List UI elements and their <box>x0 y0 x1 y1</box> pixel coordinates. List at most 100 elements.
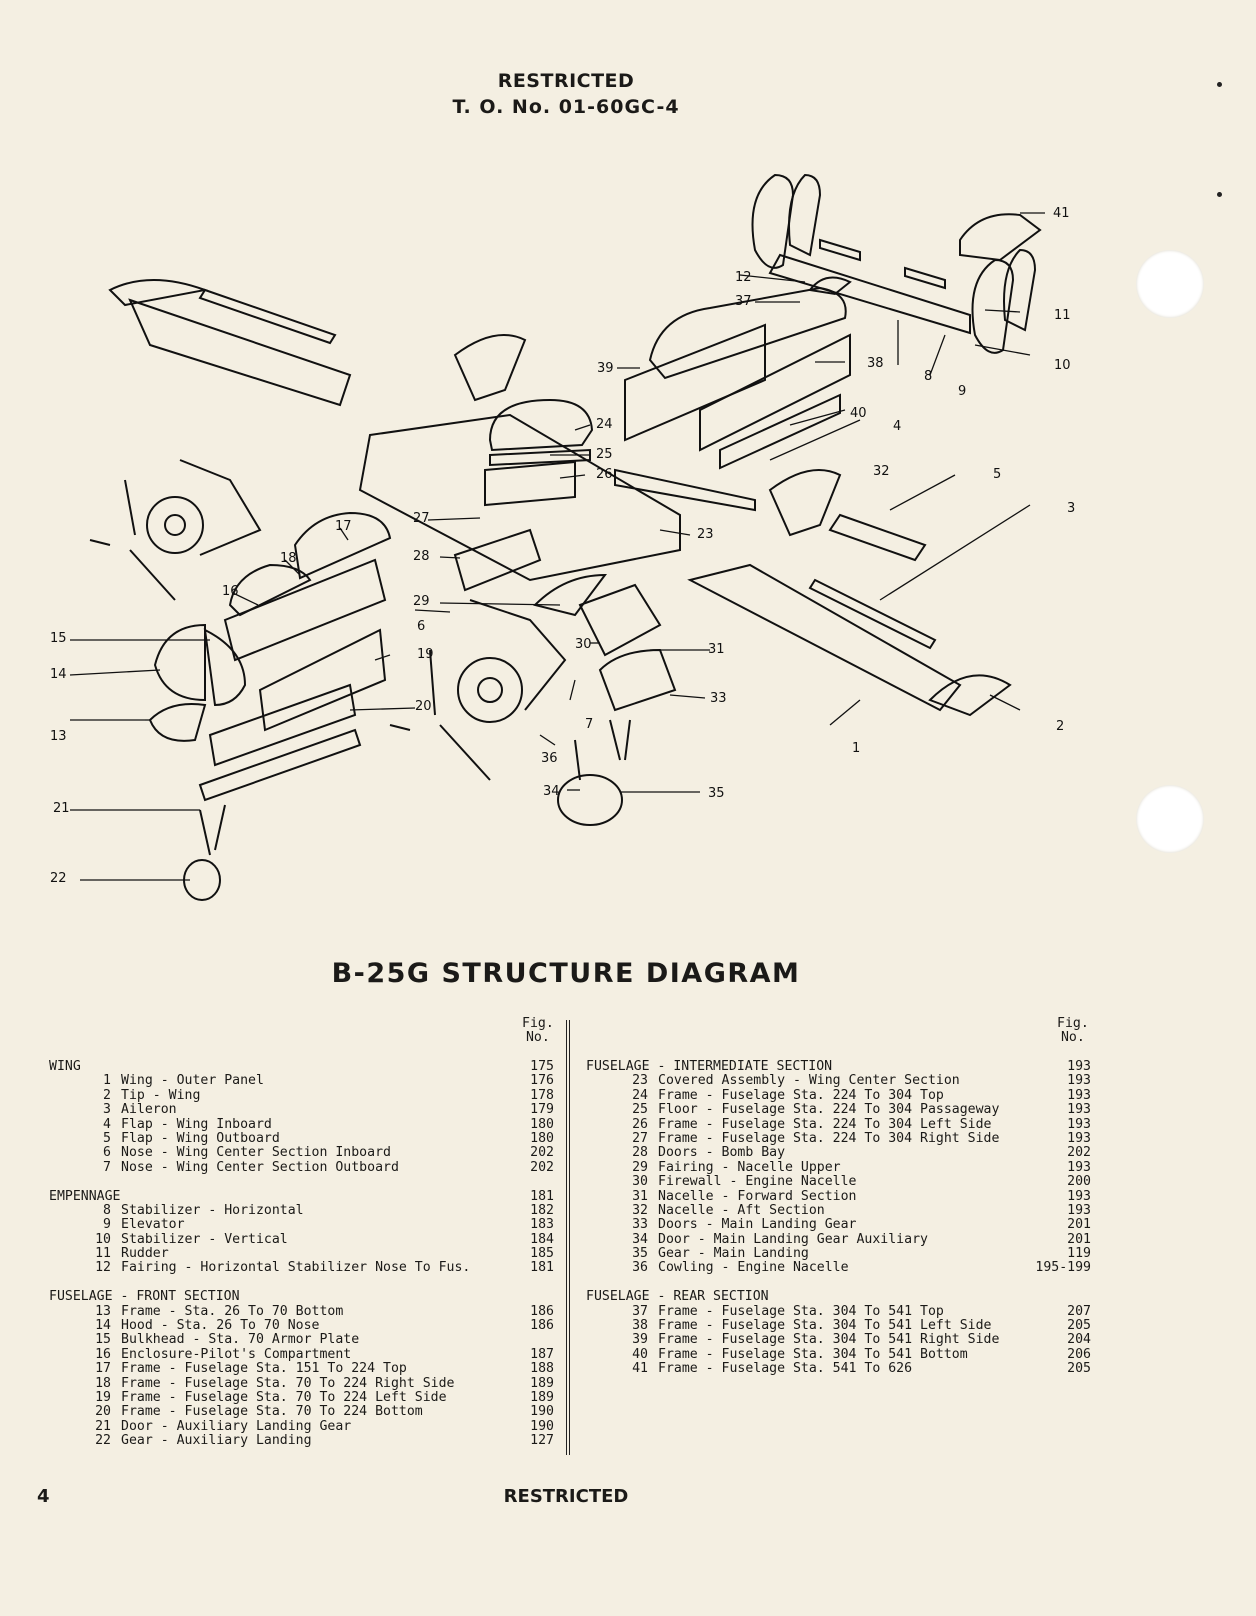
item-fig-number: 193 <box>1067 1130 1091 1146</box>
item-description: Frame - Fuselage Sta. 224 To 304 Left Si… <box>658 1116 992 1132</box>
item-fig-number: 184 <box>530 1231 554 1247</box>
inboard-flap <box>614 468 756 512</box>
item-description: Hood - Sta. 26 To 70 Nose <box>121 1318 320 1334</box>
item-fig-number: 180 <box>530 1130 554 1146</box>
intermediate-frame-left-side <box>484 460 576 507</box>
front-fuselage-bottom <box>208 683 357 767</box>
nacelle-upper-fairing <box>533 573 608 617</box>
item-description: Floor - Fuselage Sta. 224 To 304 Passage… <box>658 1102 1000 1118</box>
item-number: 3 <box>103 1102 111 1118</box>
item-description: Gear - Auxiliary Landing <box>121 1433 312 1449</box>
item-number: 37 <box>632 1303 648 1319</box>
right-propeller <box>389 649 491 781</box>
right-outer-wing <box>687 563 962 712</box>
callout-label: 40 <box>850 406 867 421</box>
callout-label: 15 <box>50 631 67 646</box>
item-fig-number: 181 <box>530 1260 554 1276</box>
item-description: Doors - Main Landing Gear <box>658 1217 857 1233</box>
item-description: Fairing - Horizontal Stabilizer Nose To … <box>121 1260 471 1276</box>
item-number: 32 <box>632 1202 648 1218</box>
item-description: Frame - Fuselage Sta. 541 To 626 <box>658 1361 913 1377</box>
item-number: 13 <box>95 1303 111 1319</box>
item-fig-number: 189 <box>530 1389 554 1405</box>
item-number: 41 <box>632 1361 648 1377</box>
right-nacelle-aft <box>768 469 842 537</box>
item-fig-number: 201 <box>1067 1231 1091 1247</box>
item-number: 7 <box>103 1159 111 1175</box>
item-description: Frame - Fuselage Sta. 304 To 541 Left Si… <box>658 1318 992 1334</box>
tail-cone <box>959 213 1042 262</box>
item-description: Enclosure-Pilot's Compartment <box>121 1346 352 1362</box>
nose-bottom-frame <box>148 703 207 742</box>
callout-label: 23 <box>697 527 714 542</box>
callout-label: 6 <box>417 619 425 634</box>
item-fig-number: 188 <box>530 1361 554 1377</box>
callout-label: 33 <box>710 691 727 706</box>
column-separator <box>566 1020 570 1455</box>
callout-label: 5 <box>993 467 1001 482</box>
section-heading: FUSELAGE - REAR SECTION <box>586 1290 1091 1304</box>
item-fig-number: 186 <box>530 1303 554 1319</box>
item-fig-number: 204 <box>1067 1332 1091 1348</box>
punch-mark <box>1217 82 1222 87</box>
callout-label: 12 <box>735 270 752 285</box>
callout-label: 35 <box>708 786 725 801</box>
item-number: 5 <box>103 1130 111 1146</box>
item-description: Aileron <box>121 1102 177 1118</box>
item-number: 38 <box>632 1318 648 1334</box>
item-description: Fairing - Nacelle Upper <box>658 1159 841 1175</box>
intermediate-frame-top <box>488 398 594 452</box>
rear-fuselage-bottom <box>719 393 841 470</box>
item-fig-number: 186 <box>530 1318 554 1334</box>
footer-classification: RESTRICTED <box>503 1486 629 1507</box>
callout-label: 26 <box>596 467 613 482</box>
left-propeller <box>89 479 176 601</box>
section-fig-number: 181 <box>530 1188 554 1204</box>
callout-label: 24 <box>596 417 613 432</box>
nose-hood <box>153 623 206 702</box>
item-fig-number: 193 <box>1067 1116 1091 1132</box>
item-description: Flap - Wing Inboard <box>121 1116 272 1132</box>
item-fig-number: 185 <box>530 1246 554 1262</box>
item-number: 31 <box>632 1188 648 1204</box>
callout-label: 37 <box>735 294 752 309</box>
item-fig-number: 179 <box>530 1102 554 1118</box>
item-fig-number: 193 <box>1067 1102 1091 1118</box>
item-fig-number: 119 <box>1067 1246 1091 1262</box>
item-number: 17 <box>95 1361 111 1377</box>
vertical-stabilizer-left <box>751 173 822 269</box>
item-description: Rudder <box>121 1246 169 1262</box>
parts-list-row: 3 Aileron 179 <box>49 1102 554 1118</box>
callout-label: 16 <box>222 584 239 599</box>
item-number: 11 <box>95 1246 111 1262</box>
item-number: 22 <box>95 1433 111 1449</box>
callout-label: 19 <box>417 647 434 662</box>
stabilizer-nose-fairing <box>808 276 852 296</box>
passageway-floor <box>489 448 591 467</box>
left-engine <box>146 459 262 556</box>
item-fig-number: 190 <box>530 1404 554 1420</box>
